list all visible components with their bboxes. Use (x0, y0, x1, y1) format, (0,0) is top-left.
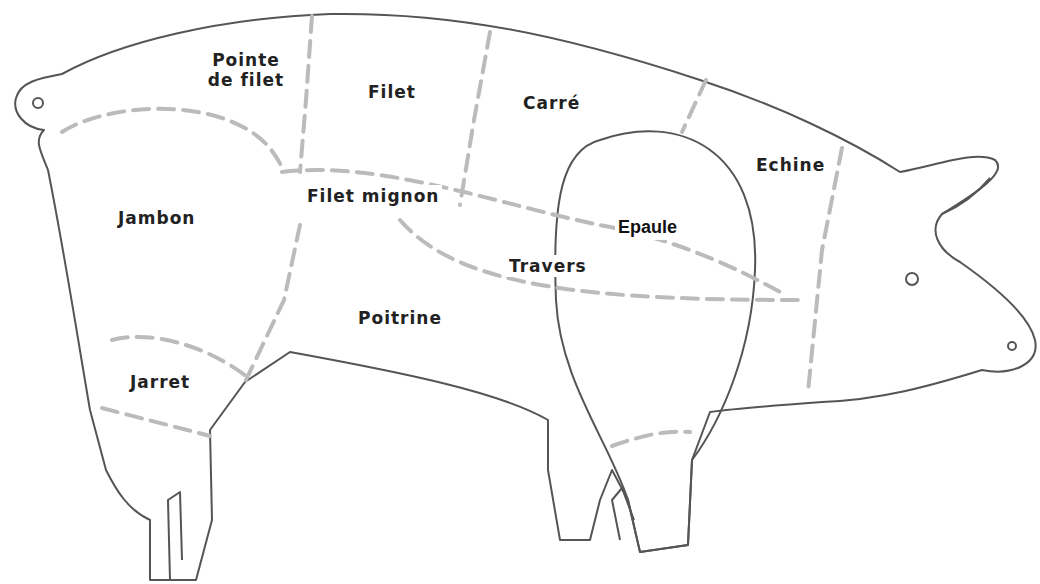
cut-line (612, 432, 690, 446)
cut-line (246, 225, 300, 380)
cut-name: Poitrine (355, 307, 445, 329)
cut-line (400, 220, 805, 300)
cut-name: Echine (753, 154, 828, 176)
tail-ring (33, 98, 43, 108)
pig-eye (906, 273, 918, 285)
cut-name: Jambon (115, 207, 198, 229)
front-leg-inner (612, 488, 634, 540)
cut-line (808, 148, 842, 392)
cut-line (62, 109, 282, 168)
cut-name: Pointe de filet (202, 49, 290, 92)
cut-name: Epaule (615, 216, 680, 240)
ear (942, 178, 990, 214)
cut-name: Filet mignon (304, 185, 442, 207)
cut-line (460, 32, 490, 205)
cut-name: Carré (520, 92, 583, 114)
cut-name: Jarret (127, 371, 193, 393)
cut-name: Filet (365, 81, 419, 103)
cut-line (300, 16, 312, 172)
cut-line (102, 408, 210, 436)
cut-line (282, 170, 780, 292)
hind-leg-inner (168, 492, 182, 580)
cut-line (682, 80, 706, 132)
shoulder-outline (555, 131, 755, 552)
nostril (1008, 342, 1016, 350)
pig-outline (15, 14, 1035, 580)
cut-name: Travers (506, 255, 590, 277)
